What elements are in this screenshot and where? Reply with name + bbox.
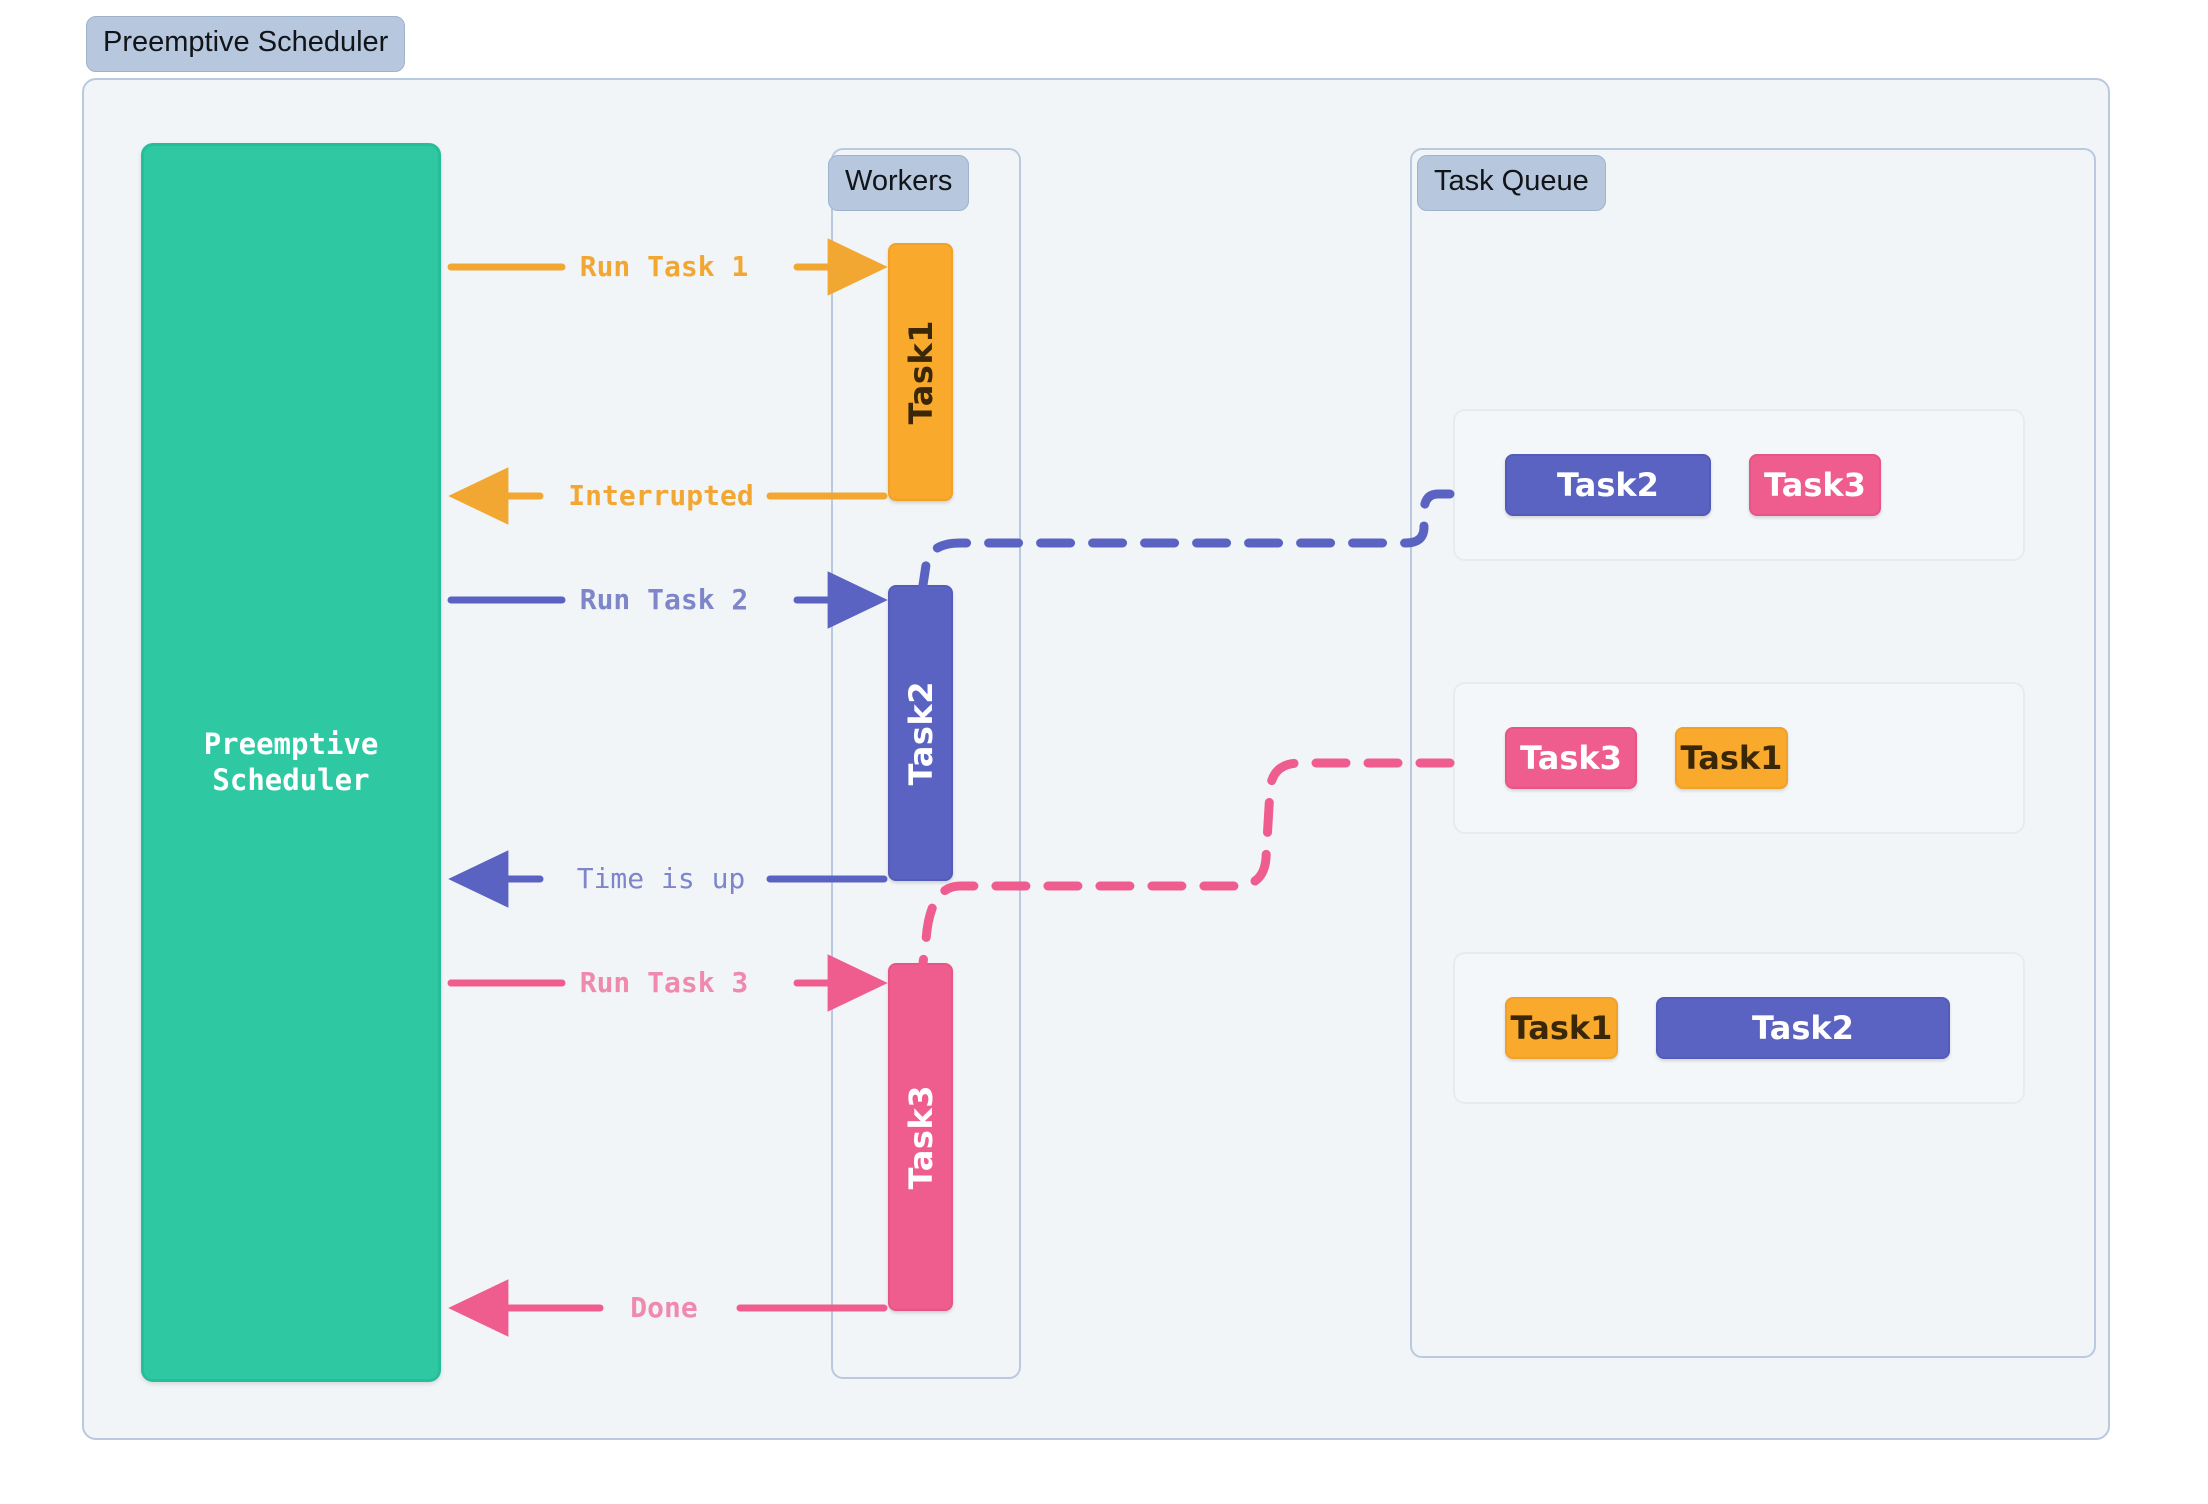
cluster-label-workers: Workers <box>828 155 970 211</box>
edge-label-run-task-1: Run Task 1 <box>573 253 755 281</box>
queue-chip-task3[interactable]: Task3 <box>1505 727 1637 789</box>
edge-label-time-is-up: Time is up <box>570 865 752 893</box>
node-label-preemptive-scheduler: Preemptive Scheduler <box>203 727 379 797</box>
worker-bar-label-task3: Task3 <box>901 1084 940 1190</box>
cluster-label-task-queue: Task Queue <box>1417 155 1606 211</box>
queue-chip-task2[interactable]: Task2 <box>1505 454 1711 516</box>
cluster-label-preemptive-scheduler: Preemptive Scheduler <box>86 16 406 72</box>
worker-bar-task3[interactable]: Task3 <box>888 963 953 1311</box>
node-preemptive-scheduler[interactable]: Preemptive Scheduler <box>141 143 441 1382</box>
queue-row: Task3 Task1 <box>1453 682 2025 834</box>
worker-bar-label-task2: Task2 <box>901 680 940 786</box>
worker-bar-task1[interactable]: Task1 <box>888 243 953 501</box>
edge-label-done: Done <box>624 1294 704 1322</box>
queue-chip-task2[interactable]: Task2 <box>1656 997 1950 1059</box>
edge-label-run-task-3: Run Task 3 <box>573 969 755 997</box>
worker-bar-task2[interactable]: Task2 <box>888 585 953 881</box>
worker-bar-label-task1: Task1 <box>901 319 940 425</box>
queue-row: Task2 Task3 <box>1453 409 2025 561</box>
queue-chip-task3[interactable]: Task3 <box>1749 454 1881 516</box>
queue-chip-task1[interactable]: Task1 <box>1505 997 1618 1059</box>
edge-label-interrupted: Interrupted <box>562 482 760 510</box>
queue-chip-task1[interactable]: Task1 <box>1675 727 1788 789</box>
queue-row: Task1 Task2 <box>1453 952 2025 1104</box>
edge-label-run-task-2: Run Task 2 <box>573 586 755 614</box>
